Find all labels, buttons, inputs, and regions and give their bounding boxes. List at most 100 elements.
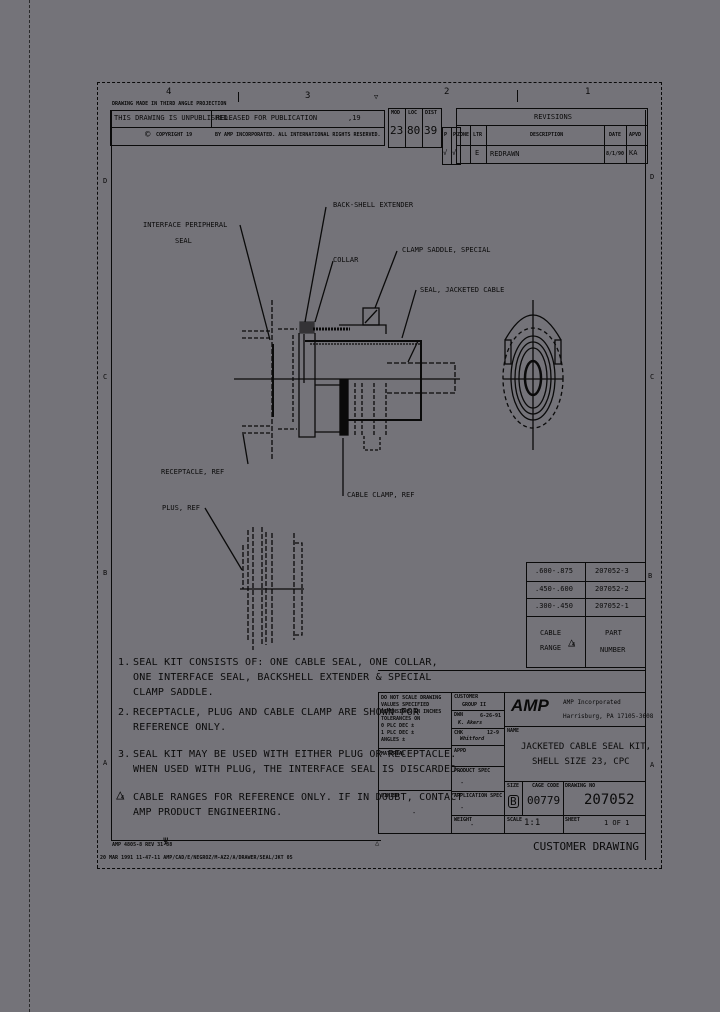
drawing-title-1: JACKETED CABLE SEAL KIT, — [521, 742, 652, 752]
zone-top-3: 3 — [305, 91, 311, 101]
note-3: SEAL KIT MAY BE USED WITH EITHER PLUG OR… — [133, 749, 457, 760]
cable-range-header-2: RANGE — [540, 644, 562, 652]
dist-value: 39 — [424, 124, 438, 137]
range-row-3: .300-.450 — [535, 602, 573, 610]
zone-top-1: 1 — [585, 87, 591, 97]
callout-plug: PLUS, REF — [162, 504, 200, 512]
amp-logo: AMP — [511, 696, 549, 715]
centering-mark-bottom-icon: Ψ — [163, 837, 169, 847]
scale-label: SCALE — [507, 817, 523, 823]
border-right — [645, 110, 646, 860]
mod-value: 23 — [390, 124, 404, 137]
border-left — [111, 110, 112, 840]
publication-box — [110, 110, 385, 146]
group-value: GROUP II — [462, 702, 487, 708]
mod-label: MOD — [391, 110, 401, 116]
cage-code-value: 00779 — [527, 794, 561, 807]
check-mark: √ — [452, 149, 457, 157]
title-block — [378, 692, 646, 834]
dist-label: DIST — [425, 110, 438, 116]
zone-top-4: 4 — [166, 87, 172, 97]
rev-apvd: KA — [629, 149, 638, 157]
border-bottom — [111, 840, 381, 841]
note-triangle-icon: △ — [568, 635, 576, 649]
scan-edge — [29, 0, 30, 1012]
zone-divider — [238, 92, 239, 102]
part-row-2: 207052-2 — [595, 585, 629, 593]
appd-label: APPD — [454, 748, 467, 754]
callout-seal-cable: SEAL, JACKETED CABLE — [420, 286, 505, 294]
weight-label: WEIGHT — [454, 817, 473, 823]
range-row-1: .600-.875 — [535, 567, 573, 575]
projection-note: DRAWING MADE IN THIRD ANGLE PROJECTION — [112, 101, 227, 107]
zone-left-a: A — [103, 759, 108, 767]
part-number-header: PART — [605, 629, 622, 637]
zone-left-b: B — [103, 569, 108, 577]
year-text: ,19 — [348, 114, 361, 122]
name-label: NAME — [507, 728, 520, 734]
centering-mark-icon: ▽ — [374, 93, 379, 101]
copyright-symbol: © — [145, 130, 151, 140]
company-address: Harrisburg, PA 17105-3608 — [563, 713, 654, 720]
note-1: SEAL KIT CONSISTS OF: ONE CABLE SEAL, ON… — [133, 657, 438, 668]
part-row-3: 207052-1 — [595, 602, 629, 610]
centering-mark-right-icon: △ — [375, 839, 380, 847]
material-value: - — [412, 765, 417, 773]
callout-backshell: BACK-SHELL EXTENDER — [333, 201, 414, 209]
revisions-title: REVISIONS — [534, 113, 572, 121]
cage-code-label: CAGE CODE — [532, 783, 560, 789]
zone-left-c: C — [103, 373, 108, 381]
customer-drawing-stamp: CUSTOMER DRAWING — [533, 840, 639, 853]
check-mark: √ — [443, 149, 448, 157]
chk-signature: Whitford — [460, 736, 485, 742]
callout-clamp-saddle: CLAMP SADDLE, SPECIAL — [402, 246, 491, 254]
range-row-2: .450-.600 — [535, 585, 573, 593]
callout-interface-seal: INTERFACE PERIPHERAL — [143, 221, 228, 229]
dwn-label: DWN — [454, 712, 464, 718]
customer-label: CUSTOMER — [454, 694, 479, 700]
callout-receptacle: RECEPTACLE, REF — [161, 468, 225, 476]
size-label: SIZE — [507, 783, 520, 789]
size-value: B — [508, 795, 519, 808]
form-note: AMP 4805-8 REV 31-88 — [112, 842, 173, 848]
finish-value: - — [412, 809, 417, 817]
product-spec-label: PRODUCT SPEC — [454, 768, 491, 774]
outer-frame-left — [97, 82, 98, 868]
released-text: RELEASED FOR PUBLICATION — [216, 114, 318, 122]
cable-range-header: CABLE — [540, 629, 562, 637]
finish-label: FINISH — [381, 793, 400, 799]
material-label: MATERIAL — [381, 751, 406, 757]
note-4: CABLE RANGES FOR REFERENCE ONLY. IF IN D… — [133, 792, 463, 803]
copyright-text: COPYRIGHT 19 — [156, 132, 193, 138]
outer-frame-top — [97, 82, 662, 83]
zone-right-a: A — [650, 761, 655, 769]
copyright-holder: BY AMP INCORPORATED. ALL INTERNATIONAL R… — [215, 132, 381, 138]
note-2: RECEPTACLE, PLUG AND CABLE CLAMP ARE SHO… — [133, 707, 420, 718]
dwn-signature: K. Akers — [458, 720, 483, 726]
rev-date: 8/1/90 — [606, 151, 625, 157]
note-4-triangle-icon: △ — [116, 787, 125, 803]
zone-right-c: C — [650, 373, 655, 381]
zone-left-d: D — [103, 177, 108, 185]
rev-description: REDRAWN — [490, 150, 520, 158]
chk-label: CHK — [454, 730, 464, 736]
chk-date: 12-9 — [487, 730, 500, 736]
zone-right-b: B — [648, 572, 653, 580]
drawing-number: 207052 — [584, 792, 635, 808]
rev-ltr: E — [475, 149, 480, 157]
application-spec-label: APPLICATION SPEC — [454, 793, 503, 799]
callout-collar: COLLAR — [333, 256, 359, 264]
sheet-label: SHEET — [565, 817, 581, 823]
company-name: AMP Incorporated — [563, 699, 621, 706]
outer-frame-bottom — [97, 868, 662, 869]
sheet-value: 1 OF 1 — [604, 819, 630, 827]
revisions-block — [456, 108, 648, 164]
zone-right-d: D — [650, 173, 655, 181]
callout-cable-clamp: CABLE CLAMP, REF — [347, 491, 415, 499]
unpublished-text: THIS DRAWING IS UNPUBLISHED. — [114, 114, 233, 122]
callout-interface-seal-2: SEAL — [175, 237, 192, 245]
scale-value: 1:1 — [524, 818, 541, 828]
loc-label: LOC — [408, 110, 418, 116]
drawing-title-2: SHELL SIZE 23, CPC — [532, 757, 630, 767]
